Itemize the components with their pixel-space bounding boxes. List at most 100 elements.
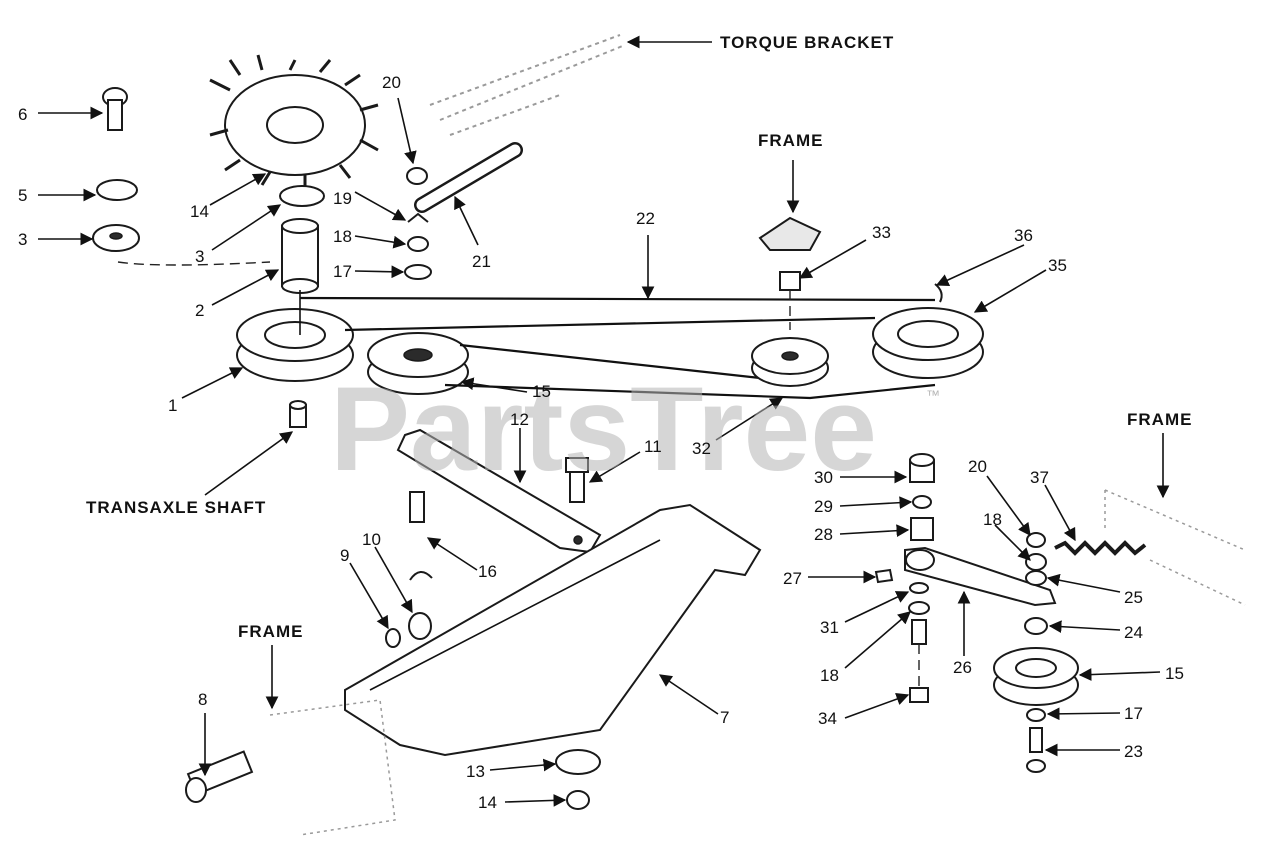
callout-1: 1 [168,396,177,415]
callout-18-top: 18 [333,227,352,246]
idler-pulley-15-left [367,332,469,395]
frame-bottom-left [269,699,396,836]
callout-26: 26 [953,658,972,677]
callout-19: 19 [333,189,352,208]
callout-32: 32 [692,439,711,458]
callout-25: 25 [1124,588,1143,607]
callout-9: 9 [340,546,349,565]
frame-top-bracket [758,216,822,251]
washer-5 [96,179,138,201]
callout-37: 37 [1030,468,1049,487]
pulley-35 [872,307,984,379]
center-pulley [751,337,829,387]
label-transaxle-shaft: TRANSAXLE SHAFT [86,498,266,517]
callout-10: 10 [362,530,381,549]
callout-34: 34 [818,709,837,728]
callout-15-left: 15 [532,382,551,401]
cooling-fan [209,54,379,190]
callout-17-top: 17 [333,262,352,281]
bushing-18-right [908,601,930,615]
nut-10 [408,612,432,640]
nut-20-right [1026,532,1046,548]
fitting-27 [874,568,894,584]
arm-26 [904,546,1057,607]
callout-15-right: 15 [1165,664,1184,683]
washer-3-left [92,224,140,252]
label-frame-bottom-left: FRAME [238,622,303,641]
washer-17-top [404,264,432,280]
callout-3-center: 3 [195,247,204,266]
bolt-8 [185,750,254,803]
pulley-1 [236,290,354,382]
bushing-18-right2 [1025,553,1047,571]
callout-numbers: 6 5 3 14 3 2 1 20 19 18 17 21 22 33 36 3… [18,73,1184,812]
clip-19 [407,212,429,223]
callout-28: 28 [814,525,833,544]
callout-3-left: 3 [18,230,27,249]
washer-29 [912,495,932,509]
watermark: PartsTree ™ [330,362,940,496]
callout-31: 31 [820,618,839,637]
callout-23: 23 [1124,742,1143,761]
leader-lines [38,35,1170,807]
bushing-30 [909,453,935,483]
callout-33: 33 [872,223,891,242]
washer-31 [909,582,929,594]
callout-29: 29 [814,497,833,516]
spacer-2 [281,218,319,294]
watermark-text: PartsTree [330,362,877,496]
callout-20-right: 20 [968,457,987,476]
callout-5: 5 [18,186,27,205]
nut-33 [779,271,801,291]
washer-25 [1025,570,1047,586]
idler-pulley-15-right [993,647,1079,706]
bolt-6 [102,87,128,131]
callout-20-top: 20 [382,73,401,92]
nut-9 [385,628,401,648]
callout-13: 13 [466,762,485,781]
bolt-23 [1026,727,1046,773]
label-torque-bracket: TORQUE BRACKET [720,33,894,52]
callout-22: 22 [636,209,655,228]
callout-18-right2: 18 [983,510,1002,529]
frame-right [1104,489,1246,606]
bolt-34 [909,619,929,703]
callout-36: 36 [1014,226,1033,245]
callout-27: 27 [783,569,802,588]
callout-2: 2 [195,301,204,320]
callout-8: 8 [198,690,207,709]
spring-37 [1054,540,1147,556]
drive-belt-22 [299,296,936,400]
callout-35: 35 [1048,256,1067,275]
callout-16: 16 [478,562,497,581]
callout-24: 24 [1124,623,1143,642]
callout-7: 7 [720,708,729,727]
torque-bracket [429,34,626,136]
washer-13 [555,749,601,775]
bushing-18-top [407,236,429,252]
transaxle-shaft [289,400,307,428]
bushing-28 [910,517,934,541]
belt-guide-36 [934,283,943,303]
callout-11: 11 [644,437,662,456]
watermark-tm: ™ [926,387,940,403]
callout-12: 12 [510,410,529,429]
bracket-plate-7 [344,503,762,757]
washer-3-center [279,185,325,207]
label-frame-top: FRAME [758,131,823,150]
callout-18-right: 18 [820,666,839,685]
washer-17-right [1026,708,1046,722]
spacer-24 [1024,617,1048,635]
clip-part [409,571,433,581]
callout-30: 30 [814,468,833,487]
bolt-11 [565,457,589,503]
callout-17-right: 17 [1124,704,1143,723]
label-frame-right: FRAME [1127,410,1192,429]
shaft-21 [414,142,523,213]
callout-21: 21 [472,252,491,271]
callout-14-bottom: 14 [478,793,497,812]
callout-14-top: 14 [190,202,209,221]
nut-20-top [406,167,428,185]
callout-6: 6 [18,105,27,124]
